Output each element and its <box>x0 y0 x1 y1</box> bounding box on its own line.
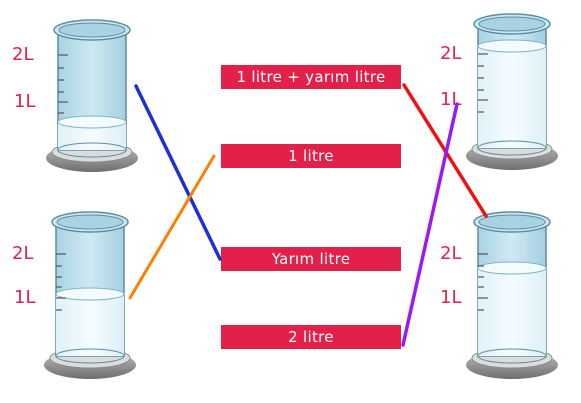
scale-2l-top-right: 2L <box>440 43 462 64</box>
scale-1l-bottom-right: 1L <box>440 287 462 308</box>
scale-2l-bottom-left: 2L <box>12 243 34 264</box>
scale-1l-top-left: 1L <box>14 91 36 112</box>
label-one-and-half-litre[interactable]: 1 litre + yarım litre <box>221 65 401 89</box>
label-two-litre[interactable]: 2 litre <box>221 325 401 349</box>
line-purple <box>401 102 459 347</box>
scale-2l-top-left: 2L <box>12 44 34 65</box>
beaker-bottom-right <box>466 211 558 379</box>
label-half-litre[interactable]: Yarım litre <box>221 247 401 271</box>
line-blue <box>134 84 222 261</box>
beaker-top-right <box>466 13 558 170</box>
scale-2l-bottom-right: 2L <box>440 243 462 264</box>
line-orange <box>128 154 216 300</box>
beaker-bottom-left <box>44 211 136 379</box>
label-one-litre[interactable]: 1 litre <box>221 144 401 168</box>
scale-1l-bottom-left: 1L <box>14 287 36 308</box>
beaker-top-left <box>46 19 138 172</box>
